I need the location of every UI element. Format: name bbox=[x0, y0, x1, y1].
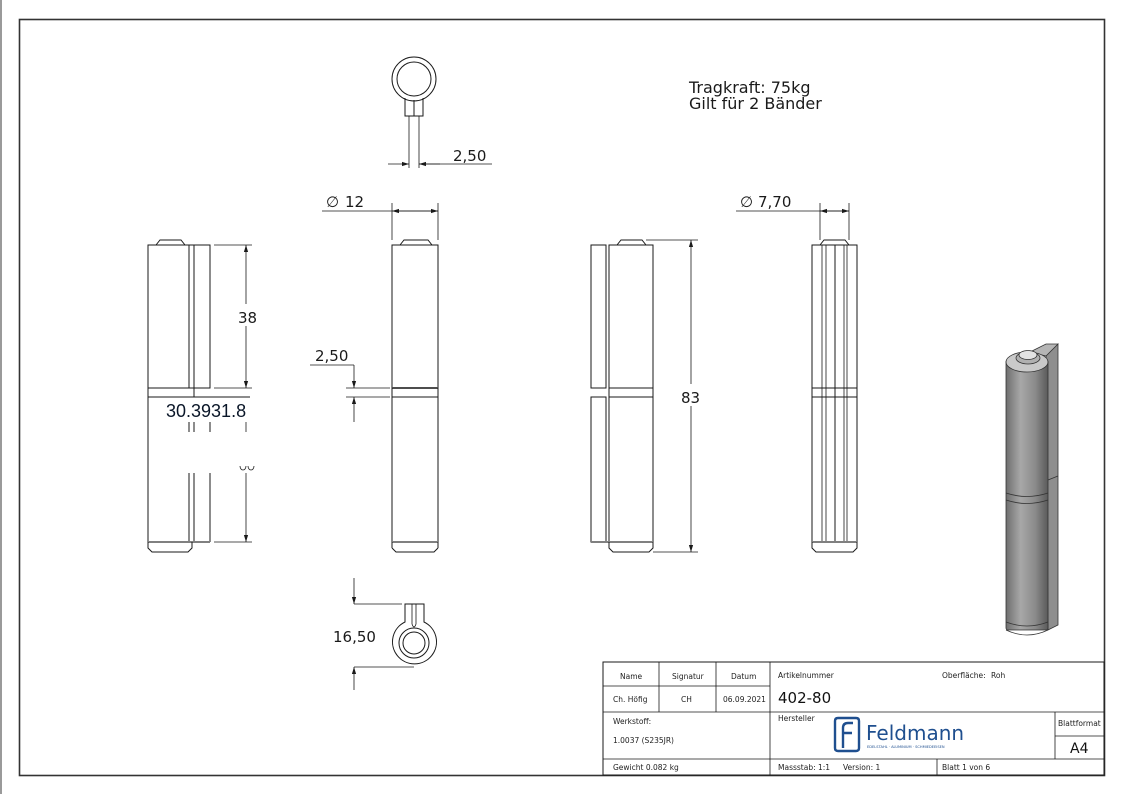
tb-material-label: Werkstoff: bbox=[613, 717, 651, 726]
isometric-view bbox=[1005, 343, 1059, 636]
pin-view: ∅ 7,70 bbox=[736, 193, 858, 553]
tb-header-article-number: Artikelnummer bbox=[778, 671, 835, 680]
tb-signature-value: CH bbox=[681, 695, 692, 704]
front-view: ∅ 12 2,50 bbox=[310, 193, 439, 553]
tb-manufacturer-label: Hersteller bbox=[778, 714, 816, 723]
feldmann-logo: Feldmann EDELSTAHL · ALUMINIUM · SCHMIED… bbox=[833, 716, 964, 753]
notes: Tragkraft: 75kg Gilt für 2 Bänder bbox=[688, 78, 822, 113]
dim-diameter-12-value: 12 bbox=[345, 193, 364, 211]
bottom-view: 16,50 bbox=[333, 578, 437, 690]
dim-bottom-height: 16,50 bbox=[333, 628, 376, 646]
tb-material-value: 1.0037 (S235JR) bbox=[613, 736, 674, 745]
logo-wordmark: Feldmann bbox=[866, 721, 964, 745]
title-block: Name Signatur Datum Artikelnummer Oberfl… bbox=[602, 661, 1105, 776]
tb-sheet-format-label: Blattformat bbox=[1058, 719, 1101, 728]
dim-gap: 2,50 bbox=[315, 347, 348, 365]
tb-header-name: Name bbox=[620, 672, 643, 681]
tb-weight: Gewicht 0.082 kg bbox=[613, 763, 679, 772]
tb-scale: Massstab: 1:1 bbox=[778, 763, 830, 772]
dim-upper-length: 38 bbox=[238, 309, 257, 327]
tb-name-value: Ch. Höfig bbox=[613, 695, 648, 704]
top-view: 2,50 bbox=[388, 56, 492, 168]
tb-header-signature: Signatur bbox=[672, 672, 705, 681]
tb-article-number-value: 402-80 bbox=[778, 689, 831, 707]
drawing-frame bbox=[18, 18, 1106, 777]
tb-sheet-number: Blatt 1 von 6 bbox=[942, 763, 990, 772]
page-edge bbox=[0, 0, 2, 794]
dim-top-width: 2,50 bbox=[453, 147, 486, 165]
logo-tagline: EDELSTAHL · ALUMINIUM · SCHMIEDEEISEN bbox=[867, 745, 945, 749]
dim-overall-length: 83 bbox=[681, 389, 700, 407]
note-load-capacity: Tragkraft: 75kg bbox=[688, 78, 811, 97]
overlay-dimension-text: 30.3931.8 bbox=[166, 401, 246, 421]
right-side-view: 83 bbox=[590, 239, 705, 553]
tb-sheet-format-value: A4 bbox=[1070, 741, 1089, 757]
tb-header-date: Datum bbox=[731, 672, 756, 681]
dim-pin-diameter-value: 7,70 bbox=[758, 193, 791, 211]
dim-pin-diameter-symbol: ∅ bbox=[740, 193, 753, 211]
tb-header-surface: Oberfläche: bbox=[942, 671, 986, 680]
dim-diameter-12-symbol: ∅ bbox=[326, 193, 339, 211]
note-applies-two-hinges: Gilt für 2 Bänder bbox=[689, 94, 822, 113]
tb-date-value: 06.09.2021 bbox=[723, 695, 766, 704]
tb-version: Version: 1 bbox=[843, 763, 880, 772]
tb-surface-value: Roh bbox=[991, 671, 1005, 680]
left-side-view: 38 30.3931.8 bbox=[147, 239, 260, 553]
